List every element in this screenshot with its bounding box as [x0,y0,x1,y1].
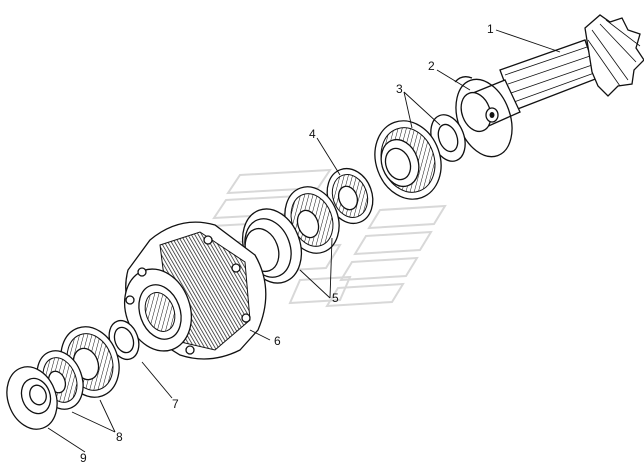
callout-6: 6 [274,334,281,348]
callout-4: 4 [309,127,316,141]
pinion-shaft [460,14,644,133]
callout-8: 8 [116,430,123,444]
callout-9: 9 [80,451,87,465]
callout-7: 7 [172,397,179,411]
callout-3: 3 [396,82,403,96]
leader-lines [47,29,561,453]
bearing-pair-upper [374,114,466,200]
callout-2: 2 [428,59,435,73]
callout-1: 1 [487,22,494,36]
flange-washer [6,366,58,430]
differential-housing [124,221,267,360]
callout-5: 5 [332,291,339,305]
callout-labels: 1 2 3 4 5 6 7 8 9 [80,22,494,465]
